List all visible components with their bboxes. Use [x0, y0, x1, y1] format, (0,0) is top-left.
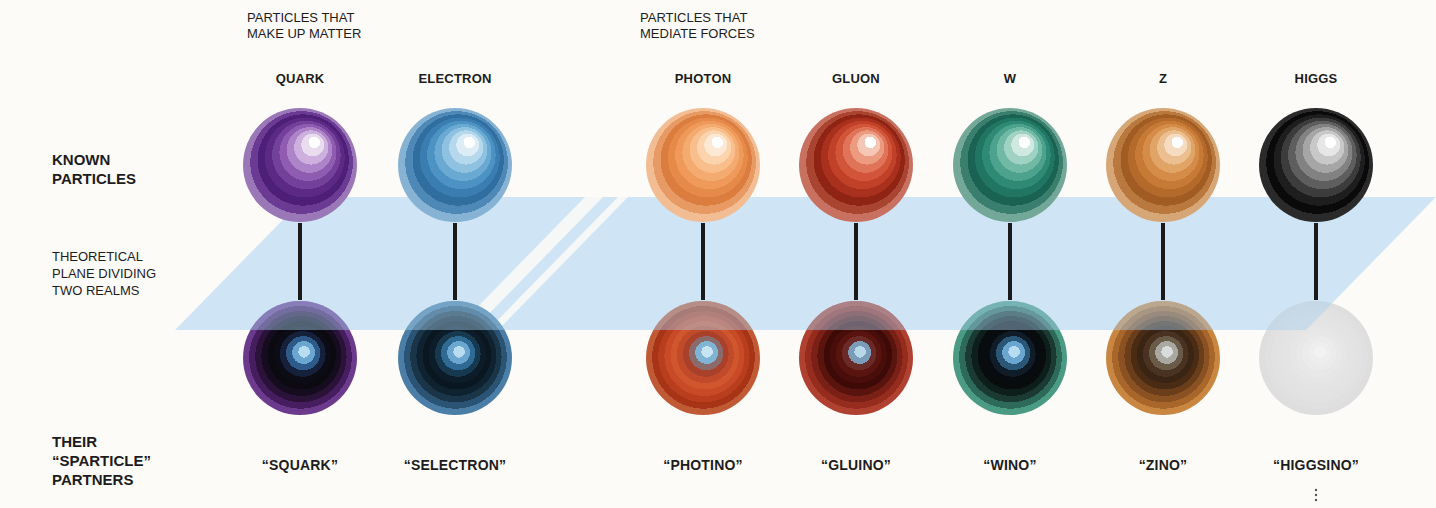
sparticle-name: “SELECTRON”: [404, 456, 507, 474]
sparticle-sphere: “SELECTRON”: [397, 300, 513, 474]
partner-link: [1314, 223, 1318, 300]
ellipsis-mark: [1315, 489, 1317, 501]
sparticle-name: “PHOTINO”: [663, 456, 743, 474]
sparticle-sphere: “HIGGSINO”: [1258, 300, 1374, 474]
name-holder: “PHOTINO”: [645, 456, 761, 474]
sphere: [1259, 108, 1373, 222]
sphere: [398, 108, 512, 222]
sphere-graphic: [798, 107, 914, 223]
particle-name: ELECTRON: [418, 70, 491, 87]
row-heading: THEIR “SPARTICLE” PARTNERS: [52, 432, 170, 489]
name-holder: ELECTRON: [397, 70, 513, 87]
group-heading: PARTICLES THAT MEDIATE FORCES: [640, 10, 765, 42]
partner-link: [1161, 223, 1165, 300]
group-heading: PARTICLES THAT MAKE UP MATTER: [247, 10, 372, 42]
particle-sphere: HIGGS: [1258, 70, 1374, 223]
name-holder: Z: [1105, 70, 1221, 87]
sphere: [953, 108, 1067, 222]
particle-name: Z: [1159, 70, 1167, 87]
sphere-graphic: [952, 107, 1068, 223]
sparticle-name: “GLUINO”: [821, 456, 891, 474]
name-holder: GLUON: [798, 70, 914, 87]
plane-streak: [488, 197, 628, 330]
sphere: [243, 108, 357, 222]
name-holder: HIGGS: [1258, 70, 1374, 87]
particle-name: HIGGS: [1295, 70, 1338, 87]
particle-name: QUARK: [276, 70, 325, 87]
sparticle-sphere: “WINO”: [952, 300, 1068, 474]
particle-name: GLUON: [832, 70, 880, 87]
plane-overlay: [952, 300, 1068, 330]
sphere: [646, 108, 760, 222]
sparticle-sphere: “SQUARK”: [242, 300, 358, 474]
particle-sphere: GLUON: [798, 70, 914, 223]
row-heading: KNOWN PARTICLES: [52, 150, 162, 188]
sparticle-name: “HIGGSINO”: [1273, 456, 1359, 474]
sparticle-name: “ZINO”: [1139, 456, 1188, 474]
name-holder: QUARK: [242, 70, 358, 87]
sphere-graphic: [1258, 300, 1374, 416]
name-holder: “SELECTRON”: [397, 456, 513, 474]
sphere-graphic: [397, 107, 513, 223]
plane-surface: [175, 197, 1436, 330]
sparticle-name: “WINO”: [983, 456, 1036, 474]
sphere-graphic: [952, 300, 1068, 416]
sphere-graphic: [798, 300, 914, 416]
plane-note: THEORETICAL PLANE DIVIDING TWO REALMS: [52, 248, 172, 299]
name-holder: “WINO”: [952, 456, 1068, 474]
name-holder: “GLUINO”: [798, 456, 914, 474]
sphere-graphic: [242, 300, 358, 416]
name-holder: “HIGGSINO”: [1258, 456, 1374, 474]
plane-overlay: [645, 300, 761, 330]
partner-link: [298, 223, 302, 300]
name-holder: “ZINO”: [1105, 456, 1221, 474]
plane-overlay: [1258, 300, 1374, 330]
sphere-graphic: [1105, 300, 1221, 416]
partner-link: [1008, 223, 1012, 300]
particle-sphere: QUARK: [242, 70, 358, 223]
sphere-graphic: [645, 300, 761, 416]
name-holder: W: [952, 70, 1068, 87]
name-holder: PHOTON: [645, 70, 761, 87]
sphere-graphic: [242, 107, 358, 223]
sparticle-sphere: “ZINO”: [1105, 300, 1221, 474]
partner-link: [453, 223, 457, 300]
sparticle-sphere: “PHOTINO”: [645, 300, 761, 474]
particle-sphere: PHOTON: [645, 70, 761, 223]
plane-overlay: [242, 300, 358, 330]
sphere: [1106, 108, 1220, 222]
name-holder: “SQUARK”: [242, 456, 358, 474]
particle-sphere: ELECTRON: [397, 70, 513, 223]
sphere-graphic: [1105, 107, 1221, 223]
plane-overlay: [798, 300, 914, 330]
sphere-graphic: [645, 107, 761, 223]
sphere: [799, 108, 913, 222]
sparticle-sphere: “GLUINO”: [798, 300, 914, 474]
plane-overlay: [1105, 300, 1221, 330]
partner-link: [854, 223, 858, 300]
particle-name: PHOTON: [675, 70, 732, 87]
particle-name: W: [1004, 70, 1016, 87]
particle-sphere: Z: [1105, 70, 1221, 223]
sphere-graphic: [1258, 107, 1374, 223]
plane-overlay: [397, 300, 513, 330]
particle-sphere: W: [952, 70, 1068, 223]
sphere-graphic: [397, 300, 513, 416]
sparticle-name: “SQUARK”: [262, 456, 338, 474]
partner-link: [701, 223, 705, 300]
